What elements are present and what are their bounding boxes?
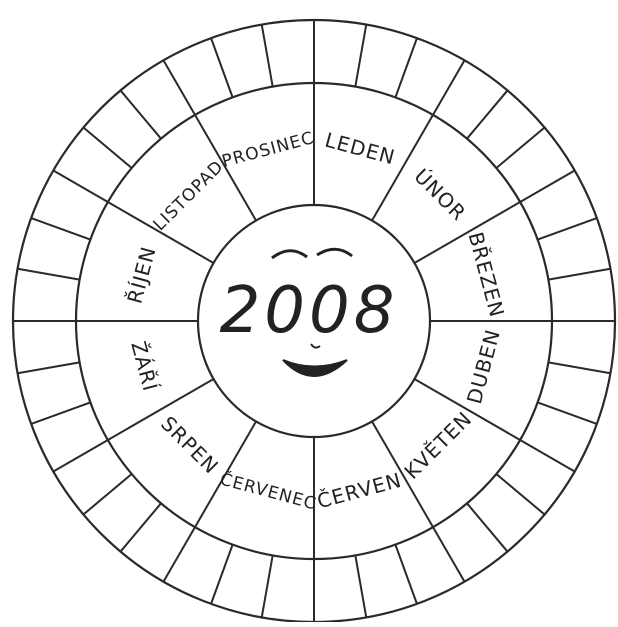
smiley-face: 2008 (220, 249, 399, 376)
month-label: KVĚTEN (400, 407, 477, 484)
outer-cell-divider (83, 474, 131, 514)
outer-cell-divider (211, 38, 233, 97)
outer-cell-divider (164, 527, 196, 582)
left-eyebrow (272, 251, 307, 258)
outer-cell-divider (496, 474, 544, 514)
month-label: SRPEN (156, 411, 223, 478)
month-label: ÚNOR (409, 164, 471, 226)
outer-cell-divider (355, 555, 366, 617)
outer-cell-divider (31, 218, 90, 240)
outer-cell-divider (467, 503, 507, 551)
outer-cell-divider (496, 128, 544, 168)
outer-cell-divider (53, 171, 108, 203)
outer-cell-divider (520, 171, 575, 203)
outer-cell-divider (548, 269, 610, 280)
outer-cell-divider (18, 269, 80, 280)
outer-cell-divider (164, 60, 196, 115)
outer-cell-divider (83, 128, 131, 168)
outer-cell-divider (262, 25, 273, 87)
outer-cell-divider (548, 362, 610, 373)
outer-cell-divider (211, 545, 233, 604)
year-label: 2008 (220, 274, 399, 348)
month-label: ŽÁŘÍ (126, 339, 162, 395)
month-label: LEDEN (322, 128, 398, 170)
outer-cell-divider (520, 440, 575, 472)
outer-cell-divider (433, 60, 465, 115)
month-label: PROSINEC (220, 128, 317, 172)
outer-cell-divider (18, 362, 80, 373)
month-label: LISTOPAD (150, 157, 228, 235)
smile-mouth (283, 360, 347, 376)
month-label: BŘEZEN (464, 229, 510, 320)
month-label: ČERVENEC (218, 468, 320, 515)
outer-cell-divider (53, 440, 108, 472)
outer-cell-divider (395, 38, 417, 97)
outer-cell-divider (121, 90, 161, 138)
month-label: DUBEN (462, 326, 505, 406)
outer-cell-divider (538, 218, 597, 240)
outer-cell-divider (355, 25, 366, 87)
right-eyebrow (317, 249, 352, 256)
outer-cell-divider (395, 545, 417, 604)
outer-cell-divider (467, 90, 507, 138)
outer-cell-divider (262, 555, 273, 617)
month-label: ŘÍJEN (122, 244, 160, 307)
outer-cell-divider (433, 527, 465, 582)
outer-cell-divider (538, 402, 597, 424)
outer-cell-divider (31, 402, 90, 424)
outer-cell-divider (121, 503, 161, 551)
month-label: ČERVEN (314, 468, 404, 514)
